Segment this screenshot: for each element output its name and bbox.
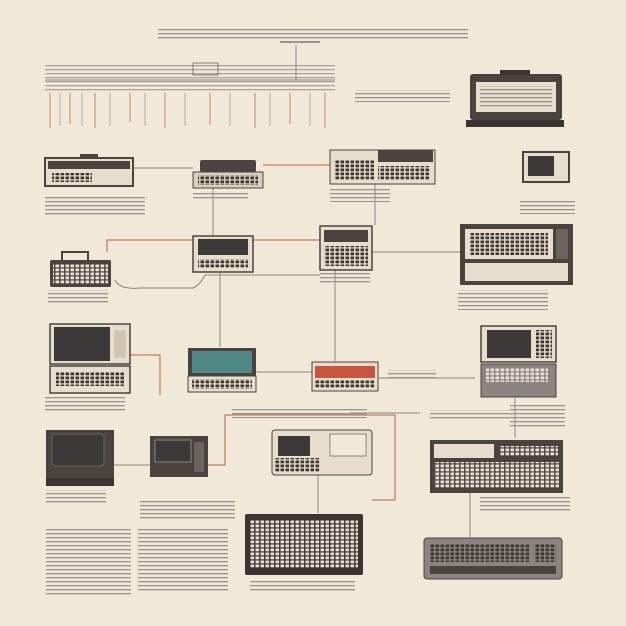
terminal-icon [140, 436, 235, 520]
console-icon [458, 224, 573, 310]
computer-monitor-icon [480, 325, 565, 427]
keyboard-icon [423, 537, 563, 580]
footnote-text [46, 528, 228, 596]
printer-icon [466, 70, 564, 127]
terminal-icon [329, 149, 436, 202]
header-text-block [158, 28, 468, 43]
computer-icon [192, 235, 254, 273]
rack-unit-icon [44, 154, 145, 215]
connector-lines [106, 164, 516, 537]
keyboard-icon [245, 514, 363, 592]
keyboard-icon [48, 251, 111, 304]
computer-icon [232, 408, 373, 476]
laptop-icon [187, 348, 257, 393]
typewriter-icon [192, 160, 264, 200]
timeline-chart-icon [45, 45, 450, 128]
monitor-icon [520, 151, 575, 214]
computer-monitor-icon [45, 323, 131, 411]
keyboard-icon [311, 361, 436, 392]
tv-icon [46, 430, 114, 504]
console-icon [430, 410, 570, 511]
calculator-icon [319, 225, 373, 285]
